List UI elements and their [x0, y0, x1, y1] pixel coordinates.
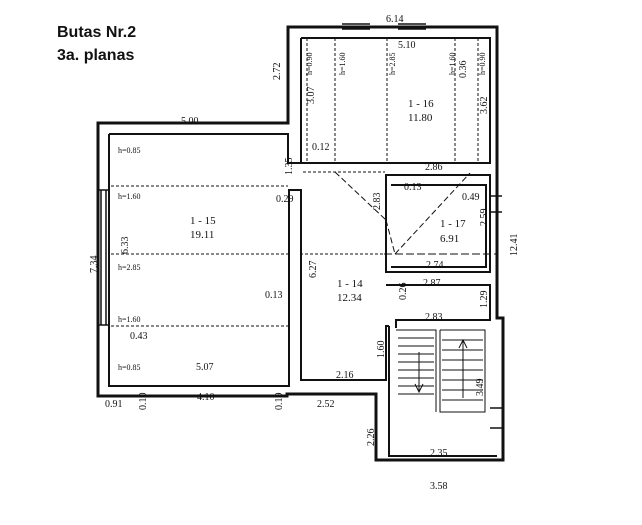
dimension-label: 2.59 [479, 209, 490, 227]
dimension-label: 4.10 [197, 392, 215, 403]
dimension-label: 0.36 [458, 61, 469, 79]
height-label: h=0.90 [305, 52, 314, 75]
dimension-label: 0.12 [312, 142, 330, 153]
height-label: h=1.60 [118, 315, 141, 324]
room-label: 1 - 14 [337, 278, 363, 290]
height-label: h=1.60 [338, 52, 347, 75]
dimension-label: 5.00 [181, 116, 199, 127]
dimension-label: 0.13 [404, 182, 422, 193]
dimension-label: 1.35 [284, 158, 295, 176]
dimension-label: 6.33 [120, 237, 131, 255]
hip-line [334, 171, 471, 255]
inner-wall [109, 133, 301, 164]
dimension-label: 2.87 [423, 278, 441, 289]
room-label: 1 - 17 [440, 218, 466, 230]
dimension-label: 0.13 [265, 290, 283, 301]
dimension-label: 2.72 [272, 63, 283, 81]
dimension-label: 7.34 [89, 256, 100, 274]
dimension-label: 0.26 [398, 283, 409, 301]
height-label: h=2.85 [118, 263, 141, 272]
room-area: 19.11 [190, 229, 214, 241]
dimension-label: 2.26 [366, 429, 377, 447]
dimension-label: 2.83 [425, 312, 443, 323]
room-area: 11.80 [408, 112, 433, 124]
height-label: h=1.60 [118, 192, 141, 201]
inner-wall [386, 284, 491, 326]
room-area: 6.91 [440, 233, 459, 245]
plan-title: Butas Nr.2 [57, 24, 137, 41]
dimension-label: 0.43 [130, 331, 148, 342]
dimension-label: 3.62 [479, 97, 490, 115]
dimension-label: 1.29 [479, 291, 490, 309]
dimension-label: 1.60 [376, 341, 387, 359]
dimension-label: 3.07 [306, 87, 317, 105]
stair-arrow [414, 338, 468, 398]
height-label: h=2.85 [388, 52, 397, 75]
room-label: 1 - 15 [190, 215, 216, 227]
dimension-label: 6.27 [308, 261, 319, 279]
plan-subtitle: 3a. planas [57, 47, 135, 64]
dimension-label: 0.19 [274, 393, 285, 411]
dimension-label: 2.86 [425, 162, 443, 173]
dimension-label: 5.07 [196, 362, 214, 373]
height-label: h=0.85 [118, 363, 141, 372]
room-label: 1 - 16 [408, 98, 434, 110]
room-area: 12.34 [337, 292, 362, 304]
dimension-label: 2.83 [372, 193, 383, 211]
inner-wall [391, 184, 487, 268]
dimension-label: 3.49 [475, 379, 486, 397]
dimension-label: 6.14 [386, 14, 404, 25]
window [98, 23, 503, 429]
dimension-label: 0.29 [276, 194, 294, 205]
height-label: h=0.90 [478, 52, 487, 75]
outer-wall [96, 25, 505, 462]
height-label: h=0.85 [118, 146, 141, 155]
dimension-label: 0.91 [105, 399, 123, 410]
inner-wall [108, 134, 389, 387]
dimension-label: 3.58 [430, 481, 448, 492]
staircase [396, 329, 486, 413]
dimension-label: 0.10 [138, 393, 149, 411]
dimension-label: 0.49 [462, 192, 480, 203]
dimension-label: 2.16 [336, 370, 354, 381]
height-label: h=1.60 [448, 52, 457, 75]
dimension-label: 12.41 [509, 234, 520, 257]
dimension-label: 2.52 [317, 399, 335, 410]
height-line [111, 38, 479, 327]
dimension-label: 2.35 [430, 448, 448, 459]
dimension-label: 5.10 [398, 40, 416, 51]
inner-wall [300, 37, 491, 164]
inner-wall [385, 174, 491, 273]
inner-wall [388, 326, 497, 457]
dimension-label: 2.74 [426, 260, 444, 271]
